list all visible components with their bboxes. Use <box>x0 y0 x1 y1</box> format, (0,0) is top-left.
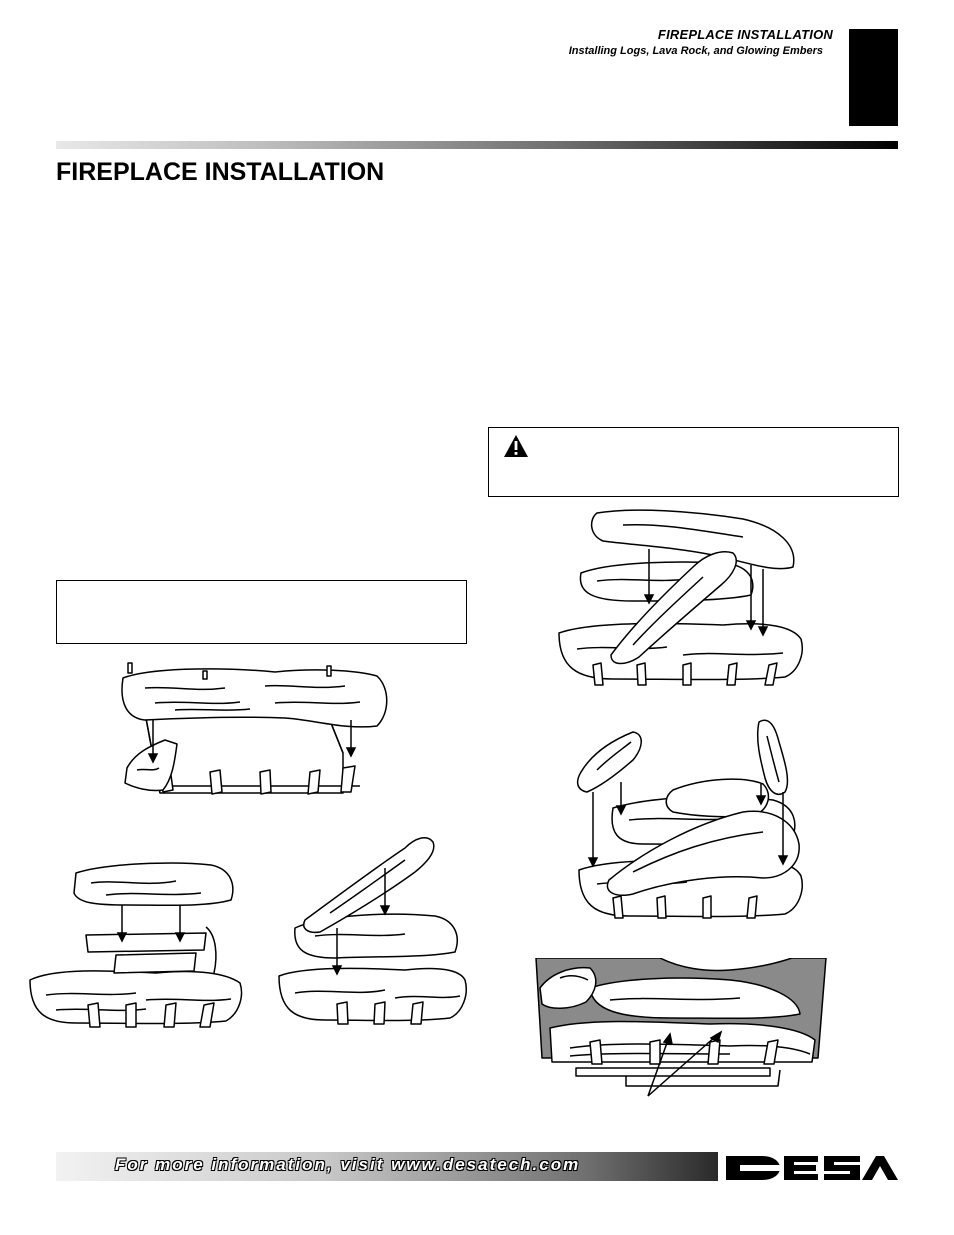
desa-logo <box>718 1152 900 1184</box>
fourth-log-placement-figure <box>558 509 803 686</box>
header-gradient-rule <box>56 141 898 149</box>
header-section-title: FIREPLACE INSTALLATION <box>657 27 833 42</box>
warning-box <box>488 427 899 497</box>
note-box <box>56 580 467 644</box>
fifth-log-placement-figure <box>576 719 803 919</box>
footer-gradient-bar <box>56 1152 718 1181</box>
header-subsection-title: Installing Logs, Lava Rock, and Glowing … <box>568 45 823 57</box>
finished-log-set-embers-figure <box>535 958 827 1097</box>
page-title: FIREPLACE INSTALLATION <box>56 158 385 186</box>
rear-log-placement-figure <box>121 662 388 795</box>
warning-triangle-icon <box>504 435 528 457</box>
second-log-placement-figure <box>29 862 243 1028</box>
footer-website-text: For more information, visit www.desatech… <box>115 1155 581 1174</box>
section-tab-marker <box>849 29 898 126</box>
third-log-placement-figure <box>278 837 467 1025</box>
